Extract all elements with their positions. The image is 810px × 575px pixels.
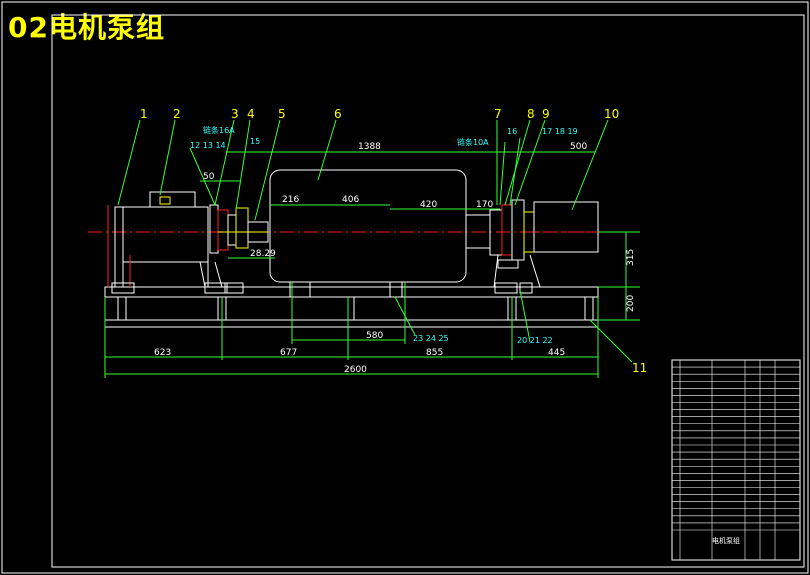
balloon-10: 10 bbox=[604, 107, 619, 121]
balloon-5: 5 bbox=[278, 107, 286, 121]
title-block-rows bbox=[672, 360, 800, 560]
label-20-21-22: 20 21 22 bbox=[517, 336, 553, 345]
right-coupling bbox=[489, 199, 541, 288]
balloon-9: 9 bbox=[542, 107, 550, 121]
dim-420: 420 bbox=[420, 200, 437, 210]
dim-50: 50 bbox=[203, 172, 215, 182]
balloon-labels: 1 2 3 4 5 6 7 8 9 10 11 bbox=[140, 107, 647, 375]
pump-body bbox=[269, 169, 490, 297]
drawing-title: 02电机泵组 bbox=[8, 11, 165, 44]
dim-445: 445 bbox=[548, 348, 565, 358]
dim-855: 855 bbox=[426, 348, 443, 358]
balloon-7: 7 bbox=[494, 107, 502, 121]
bolts bbox=[111, 282, 533, 294]
dim-623: 623 bbox=[154, 348, 171, 358]
balloon-2: 2 bbox=[173, 107, 181, 121]
left-coupling bbox=[209, 204, 269, 254]
small-labels: 链条16A 链条10A 12 13 14 15 16 17 18 19 23 2… bbox=[190, 125, 578, 345]
inner-border bbox=[51, 14, 805, 568]
dim-216: 216 bbox=[282, 195, 299, 205]
dim-170: 170 bbox=[476, 200, 493, 210]
dim-677: 677 bbox=[280, 348, 297, 358]
balloon-1: 1 bbox=[140, 107, 148, 121]
chain-16a-label: 链条16A bbox=[203, 125, 235, 135]
chain-10a-label: 链条10A bbox=[457, 137, 489, 147]
dim-580: 580 bbox=[366, 331, 383, 341]
dim-28-29: 28.29 bbox=[250, 249, 276, 259]
motor bbox=[107, 191, 223, 288]
balloon-4: 4 bbox=[247, 107, 255, 121]
dim-200: 200 bbox=[626, 295, 636, 312]
title-block: 电机泵组 bbox=[671, 359, 801, 561]
balloon-6: 6 bbox=[334, 107, 342, 121]
dimension-lines bbox=[104, 151, 640, 378]
dimension-texts: 1388 500 50 216 406 420 170 28.29 315 20… bbox=[154, 142, 636, 375]
dim-500: 500 bbox=[570, 142, 587, 152]
dim-315: 315 bbox=[626, 249, 636, 266]
title-block-name: 电机泵组 bbox=[712, 536, 740, 545]
label-12-13-14: 12 13 14 bbox=[190, 141, 226, 150]
label-23-24-25: 23 24 25 bbox=[413, 334, 449, 343]
label-15: 15 bbox=[250, 137, 260, 146]
right-motor bbox=[533, 201, 599, 253]
label-16: 16 bbox=[507, 127, 517, 136]
dim-406: 406 bbox=[342, 195, 359, 205]
balloon-3: 3 bbox=[231, 107, 239, 121]
balloon-8: 8 bbox=[527, 107, 535, 121]
balloon-11: 11 bbox=[632, 361, 647, 375]
dim-2600: 2600 bbox=[344, 365, 367, 375]
leader-lines bbox=[117, 119, 633, 363]
dim-1388: 1388 bbox=[358, 142, 381, 152]
label-17-18-19: 17 18 19 bbox=[542, 127, 578, 136]
